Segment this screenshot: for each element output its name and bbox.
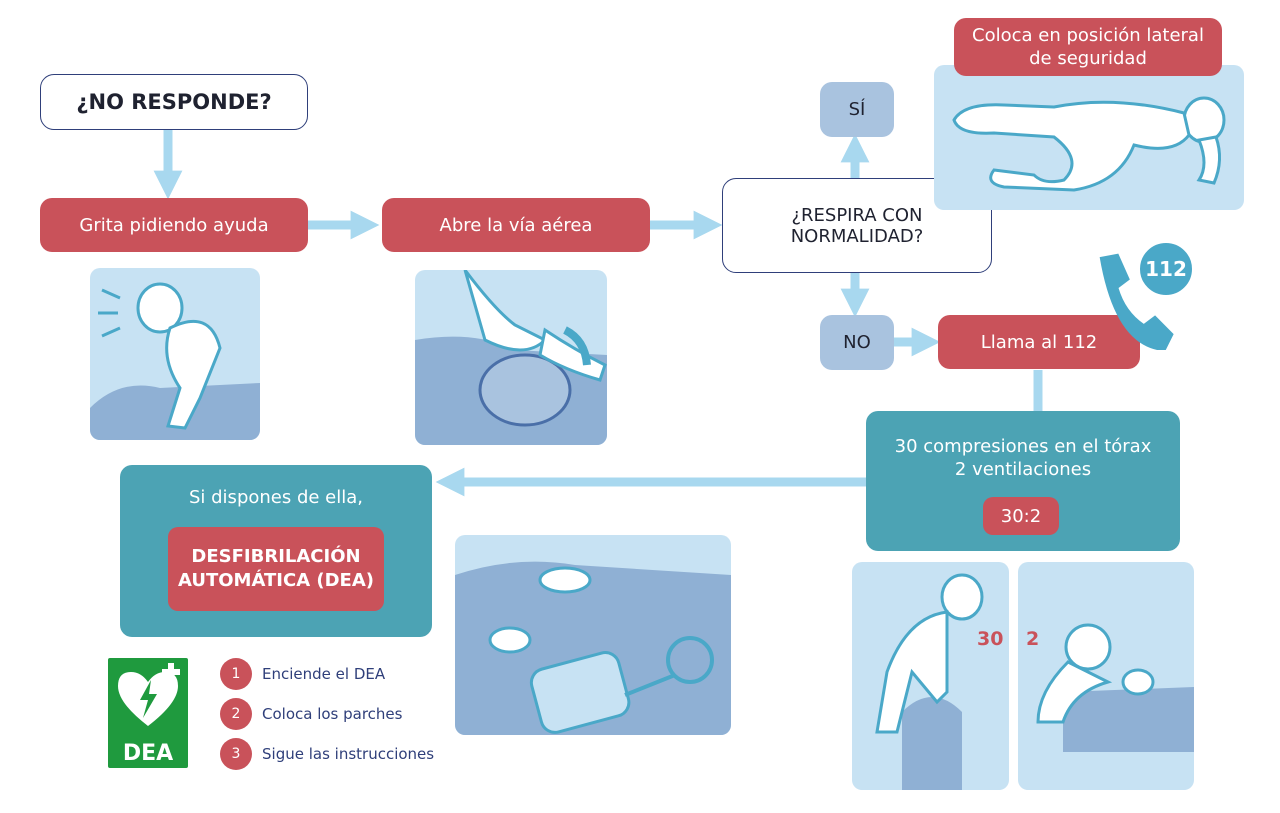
abre-box: Abre la vía aérea [382,198,650,252]
aed-pads-illustration [455,535,731,735]
lateral-label-line1: Coloca en posición lateral [972,25,1204,46]
chest-compressions-icon [875,573,984,790]
phone-number-label: 112 [1145,257,1187,281]
count-2-label: 2 [1026,628,1040,650]
grita-label: Grita pidiendo ayuda [79,214,269,236]
compresiones-box: 30 compresiones en el tórax 2 ventilacio… [866,411,1180,551]
dea-logo: DEA [108,658,188,768]
dea-title-line1: DESFIBRILACIÓN [191,546,361,567]
airway-illustration [415,270,607,445]
dea-step-2: 2 Coloca los parches [220,698,402,730]
ventilation-illustration: 2 [1018,562,1194,790]
lateral-label-line2: de seguridad [1029,48,1147,69]
ratio-badge: 30:2 [983,497,1059,535]
grita-box: Grita pidiendo ayuda [40,198,308,252]
lateral-box: Coloca en posición lateral de seguridad [954,18,1222,76]
phone-number-badge: 112 [1137,240,1195,298]
dea-title-box: DESFIBRILACIÓN AUTOMÁTICA (DEA) [168,527,384,611]
dea-step-1: 1 Enciende el DEA [220,658,385,690]
heart-lightning-icon [118,663,180,726]
no-responde-box: ¿NO RESPONDE? [40,74,308,130]
step-text: Coloca los parches [262,705,403,723]
aed-pads-icon [455,561,731,735]
head-tilt-icon [415,270,607,445]
dea-step-3: 3 Sigue las instrucciones [220,738,434,770]
dispones-label: Si dispones de ella, [188,487,364,508]
step-number: 2 [220,698,252,730]
si-box: SÍ [820,82,894,137]
no-label: NO [843,332,871,353]
shout-illustration [90,268,260,440]
dea-title-line2: AUTOMÁTICA (DEA) [177,570,375,591]
llama-label: Llama al 112 [980,331,1098,353]
step-number: 3 [220,738,252,770]
respira-label-line1: ¿RESPIRA CON [791,204,923,226]
person-shouting-icon [90,282,260,440]
phone-icon [1099,253,1174,350]
lateral-position-illustration [934,65,1244,210]
no-box: NO [820,315,894,370]
respira-label-line2: NORMALIDAD? [790,225,924,247]
step-text: Sigue las instrucciones [262,745,435,763]
compresiones-label-line2: 2 ventilaciones [954,459,1092,480]
si-label: SÍ [848,99,866,120]
ratio-label: 30:2 [1000,505,1042,527]
count-30-label: 30 [977,628,1004,650]
compresiones-label-line1: 30 compresiones en el tórax [894,436,1152,457]
no-responde-label: ¿NO RESPONDE? [76,90,272,114]
person-recovery-position-icon [952,96,1226,192]
step-text: Enciende el DEA [262,665,386,683]
dea-logo-label: DEA [122,741,174,766]
step-number: 1 [220,658,252,690]
compressions-illustration: 30 [852,562,1009,790]
rescue-breath-icon [1036,623,1194,752]
llama-box: Llama al 112 [938,315,1140,369]
abre-label: Abre la vía aérea [439,214,593,236]
